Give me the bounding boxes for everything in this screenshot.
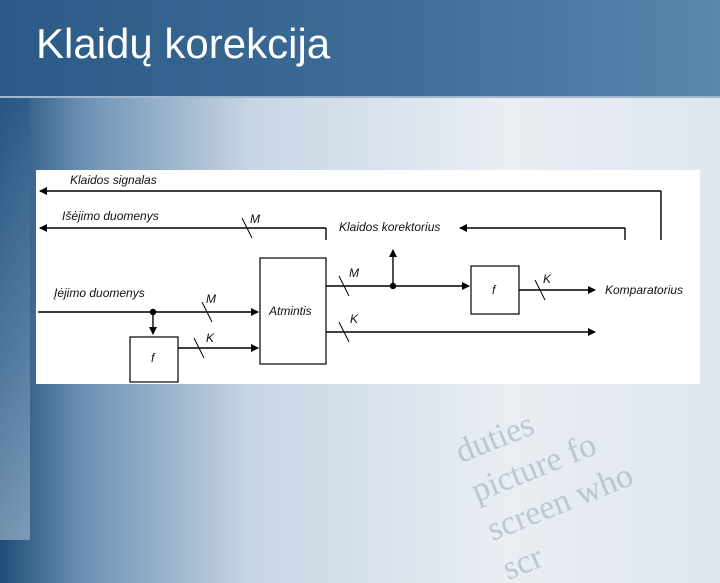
- m-top-label: M: [250, 212, 260, 226]
- left-decor-strip: [0, 98, 30, 540]
- bus-slash-k-after-f: [534, 279, 546, 301]
- junction-dot-input: [149, 308, 157, 316]
- m-input-label: M: [206, 292, 216, 306]
- k-memory-out-label: K: [350, 312, 359, 326]
- bus-slash-k-lower: [193, 337, 205, 359]
- output-data-label: Išėjimo duomenys: [62, 209, 159, 223]
- input-data-label: Įėjimo duomenys: [54, 286, 145, 300]
- diagram-svg: [38, 187, 662, 383]
- bus-slash-k-mem: [338, 321, 350, 343]
- k-lower-label: K: [206, 331, 215, 345]
- bus-slash-m-mem: [338, 275, 350, 297]
- bus-slash-m-input: [201, 301, 213, 323]
- junction-dot-memory-output: [389, 282, 397, 290]
- f-lower-label: f: [151, 351, 155, 365]
- error-correction-diagram: Klaidos signalas Išėjimo duomenys M Klai…: [36, 170, 700, 384]
- error-corrector-label: Klaidos korektorius: [339, 220, 441, 234]
- memory-box: [259, 257, 327, 365]
- memory-label: Atmintis: [269, 304, 312, 318]
- title-bar: Klaidų korekcija: [0, 0, 720, 98]
- f-upper-label: f: [492, 283, 496, 297]
- k-after-f-label: K: [543, 272, 552, 286]
- slide-title: Klaidų korekcija: [36, 20, 331, 67]
- bus-slash-m-top: [241, 217, 253, 239]
- m-memory-out-label: M: [349, 266, 359, 280]
- comparator-label: Komparatorius: [605, 283, 684, 297]
- error-signal-label: Klaidos signalas: [70, 173, 157, 187]
- lower-f-box: [129, 336, 179, 383]
